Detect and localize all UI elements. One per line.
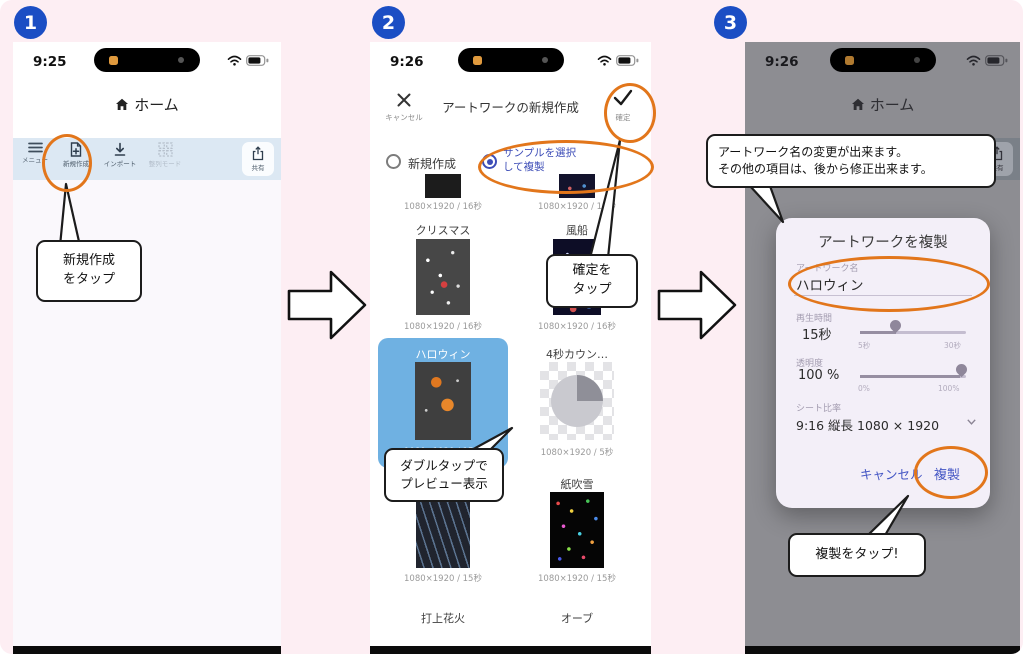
sample-caption: 1080×1920 / 15秒: [404, 574, 482, 584]
page-title: ホーム: [745, 94, 1020, 115]
sample-thumb-confetti[interactable]: [550, 492, 604, 568]
sample-title: 紙吹雪: [560, 478, 594, 491]
home-icon: [116, 98, 129, 110]
bubble-tap-confirm: 確定を タップ: [546, 254, 638, 308]
camera-dot: [913, 57, 920, 63]
step-badge-1: 1: [14, 6, 47, 39]
sample-caption: 1080×1920 / 16秒: [404, 202, 482, 212]
status-icons: [227, 55, 269, 66]
recording-indicator: [844, 56, 854, 65]
wifi-icon: [966, 55, 981, 66]
camera-dot: [541, 57, 548, 63]
sample-thumb-rain[interactable]: [416, 492, 470, 568]
sample-caption: 1080×1920 / 15秒: [538, 574, 616, 584]
status-icons: [966, 55, 1008, 66]
phone-bottom-bar: [13, 646, 281, 654]
sample-thumb-christmas[interactable]: [416, 239, 470, 315]
bubble-double-tap-preview: ダブルタップで プレビュー表示: [384, 448, 504, 502]
screen-title: アートワークの新規作成: [442, 100, 579, 115]
battery-icon: [985, 55, 1008, 66]
sample-caption: 1080×1920 / 16秒: [538, 202, 616, 212]
ratio-label: シート比率: [796, 404, 842, 414]
pie-graphic: [551, 375, 603, 427]
bubble-rename-info: アートワーク名の変更が出来ます。 その他の項目は、後から修正出来ます。: [706, 134, 996, 188]
dialog-cancel-button[interactable]: キャンセル: [860, 467, 923, 482]
sample-caption: 1080×1920 / 5秒: [540, 448, 614, 458]
wifi-icon: [227, 55, 242, 66]
notch: [457, 48, 564, 72]
opacity-min: 0%: [858, 384, 870, 393]
radio-new-artwork[interactable]: [386, 154, 401, 169]
sample-title: オーブ: [560, 612, 594, 625]
sample-caption: 1080×1920 / 16秒: [538, 322, 616, 332]
radio-new-artwork-label: 新規作成: [408, 157, 457, 171]
duration-label: 再生時間: [796, 314, 833, 324]
step-arrow-2: [657, 270, 737, 340]
page-title: ホーム: [13, 94, 281, 115]
phone-screenshot-1: 9:25 ホーム メニュー 新規作成 インポート: [13, 42, 281, 654]
status-time: 9:26: [765, 54, 799, 70]
wifi-icon: [597, 55, 612, 66]
menu-icon: [27, 142, 43, 153]
bubble-tap-duplicate: 複製をタップ!: [788, 533, 926, 577]
opacity-max: 100%: [938, 384, 960, 393]
import-button[interactable]: インポート: [99, 142, 141, 168]
sample-title: ハロウィン: [415, 348, 471, 361]
sample-title: クリスマス: [415, 224, 471, 237]
battery-icon: [616, 55, 639, 66]
dialog-title: アートワークを複製: [818, 235, 948, 251]
sample-title: 風船: [566, 224, 588, 237]
phone-bottom-bar: [370, 646, 651, 654]
opacity-slider[interactable]: [860, 375, 966, 378]
recording-indicator: [109, 56, 118, 65]
cancel-icon[interactable]: [396, 92, 412, 108]
sample-title: 打上花火: [421, 612, 465, 625]
bubble-tap-new: 新規作成 をタップ: [36, 240, 142, 302]
phone-screenshot-2: 9:26 キャンセル アートワークの新規作成 確定 新規作成 サンプルを選択 し…: [370, 42, 651, 654]
chevron-down-icon: [967, 419, 976, 425]
duration-min: 5秒: [858, 341, 871, 350]
phone-bottom-bar: [745, 646, 1020, 654]
align-mode-button[interactable]: 整列モード: [143, 142, 187, 168]
step-badge-2: 2: [372, 6, 405, 39]
align-grid-icon: [157, 142, 173, 157]
recording-indicator: [472, 56, 482, 65]
battery-icon: [246, 55, 269, 66]
step-arrow-1: [287, 270, 367, 340]
sample-caption: 1080×1920 / 16秒: [404, 322, 482, 332]
menu-button[interactable]: メニュー: [17, 142, 53, 164]
opacity-label: 透明度: [796, 359, 824, 369]
highlight-sample-radio: [478, 140, 654, 194]
highlight-artwork-name: [788, 256, 990, 312]
sample-thumb-partial-1[interactable]: [425, 174, 461, 198]
notch: [94, 48, 200, 72]
slider-fill: [860, 375, 960, 378]
camera-dot: [178, 57, 184, 63]
highlight-duplicate-button: [914, 446, 988, 499]
status-icons: [597, 55, 639, 66]
sample-thumb-halloween[interactable]: [415, 362, 471, 440]
cancel-label: キャンセル: [385, 113, 423, 122]
share-button[interactable]: 共有: [242, 142, 274, 176]
duration-max: 30秒: [944, 341, 962, 350]
duration-value: 15秒: [802, 328, 832, 343]
step-badge-3: 3: [714, 6, 747, 39]
ratio-select[interactable]: 9:16 縦長 1080 × 1920: [796, 418, 940, 433]
home-icon: [851, 98, 864, 110]
sample-title: 4秒カウン…: [546, 348, 608, 361]
status-time: 9:25: [33, 54, 67, 70]
highlight-confirm: [604, 83, 656, 143]
share-icon: [252, 146, 264, 161]
status-time: 9:26: [390, 54, 424, 70]
sample-thumb-count[interactable]: [540, 362, 614, 440]
duration-slider[interactable]: [860, 331, 966, 334]
opacity-value: 100 %: [798, 368, 840, 383]
highlight-new-button: [42, 134, 92, 192]
notch: [829, 48, 936, 72]
import-icon: [114, 142, 126, 156]
slider-fill: [860, 331, 896, 334]
